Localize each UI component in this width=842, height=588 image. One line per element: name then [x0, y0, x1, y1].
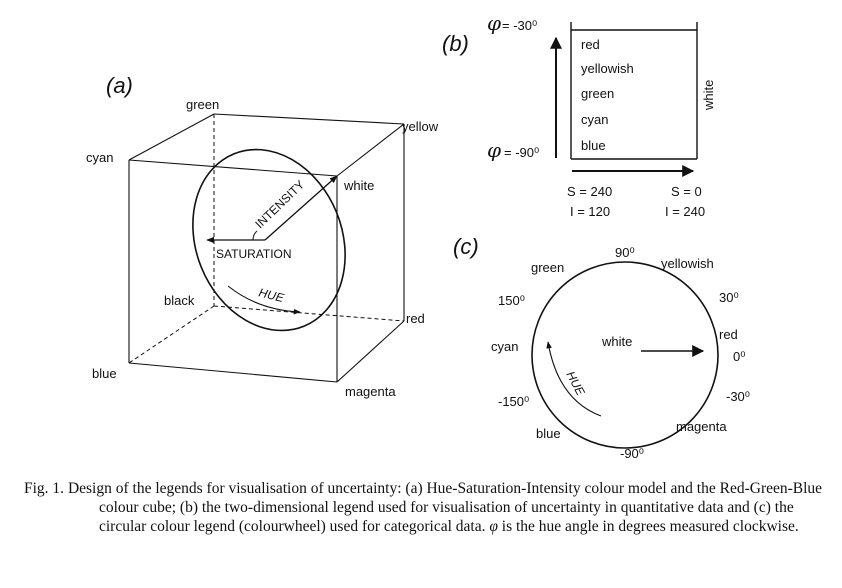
label-blue-c: blue: [536, 426, 561, 441]
intensity-arrow: [264, 175, 338, 241]
legend-row-blue: blue: [581, 138, 606, 153]
legend-side-white: white: [701, 80, 716, 111]
left-s-value: S = 240: [567, 184, 612, 199]
cube-hidden-edges: [128, 114, 405, 364]
label-90: 90⁰: [615, 245, 635, 260]
label-minus-30: -30⁰: [726, 389, 750, 404]
label-white-a: white: [343, 178, 374, 193]
label-0: 0⁰: [733, 349, 745, 364]
label-red-c: red: [719, 327, 738, 342]
panel-c-tag: (c): [453, 234, 479, 259]
phi-bottom-value: = -90⁰: [504, 145, 539, 160]
legend-row-yellowish: yellowish: [581, 61, 634, 76]
label-green-a: green: [186, 97, 219, 112]
figure-caption: Fig. 1. Design of the legends for visual…: [24, 479, 824, 536]
label-magenta-c: magenta: [676, 419, 727, 434]
saturation-label: SATURATION: [216, 247, 292, 261]
intensity-label: INTENSITY: [252, 178, 307, 232]
label-green-c: green: [531, 260, 564, 275]
angle-mark: [252, 230, 258, 241]
cube-edges: [128, 113, 405, 383]
label-white-c: white: [601, 334, 632, 349]
legend-box: [570, 22, 698, 160]
panel-b: (b) φ = -30⁰ φ = -90⁰ red yellowish gree…: [442, 11, 716, 219]
hue-label-c: HUE: [563, 369, 588, 399]
label-magenta-a: magenta: [345, 384, 396, 399]
right-s-value: S = 0: [671, 184, 702, 199]
caption-paragraph: Fig. 1. Design of the legends for visual…: [24, 479, 824, 536]
caption-text-b: is the hue angle in degrees measured clo…: [497, 518, 799, 535]
colour-wheel: [531, 261, 719, 449]
panel-a-tag: (a): [106, 73, 133, 98]
hue-arc-a: [227, 285, 301, 315]
legend-row-cyan: cyan: [581, 112, 608, 127]
caption-text-a: Design of the legends for visualisation …: [64, 480, 823, 535]
caption-phi: φ: [489, 518, 498, 535]
label-cyan-c: cyan: [491, 339, 518, 354]
hue-arc-c: [546, 341, 602, 417]
label-red-a: red: [406, 311, 425, 326]
phi-symbol-bottom: φ: [487, 138, 501, 162]
left-i-value: I = 120: [570, 204, 610, 219]
legend-row-green: green: [581, 86, 614, 101]
right-i-value: I = 240: [665, 204, 705, 219]
panel-b-tag: (b): [442, 31, 469, 56]
label-minus-90: -90⁰: [620, 446, 644, 461]
legend-row-red: red: [581, 37, 600, 52]
label-yellow-a: yellow: [402, 119, 439, 134]
hue-label-a: HUE: [257, 285, 286, 305]
panel-a: (a) green yellow cya: [86, 73, 439, 399]
caption-prefix: Fig. 1.: [24, 480, 65, 497]
label-cyan-a: cyan: [86, 150, 113, 165]
phi-symbol-top: φ: [487, 11, 501, 35]
label-30: 30⁰: [719, 290, 739, 305]
phi-top-value: = -30⁰: [502, 18, 537, 33]
label-black-a: black: [164, 293, 195, 308]
figure: (a) green yellow cya: [86, 11, 750, 461]
label-minus-150: -150⁰: [498, 394, 529, 409]
label-blue-a: blue: [92, 366, 117, 381]
panel-c: (c) green 90⁰ yellowish 150⁰ 30⁰ red cya…: [453, 234, 750, 461]
hsi-ellipse: [192, 148, 346, 332]
label-150: 150⁰: [498, 293, 525, 308]
label-yellowish-c: yellowish: [661, 256, 714, 271]
